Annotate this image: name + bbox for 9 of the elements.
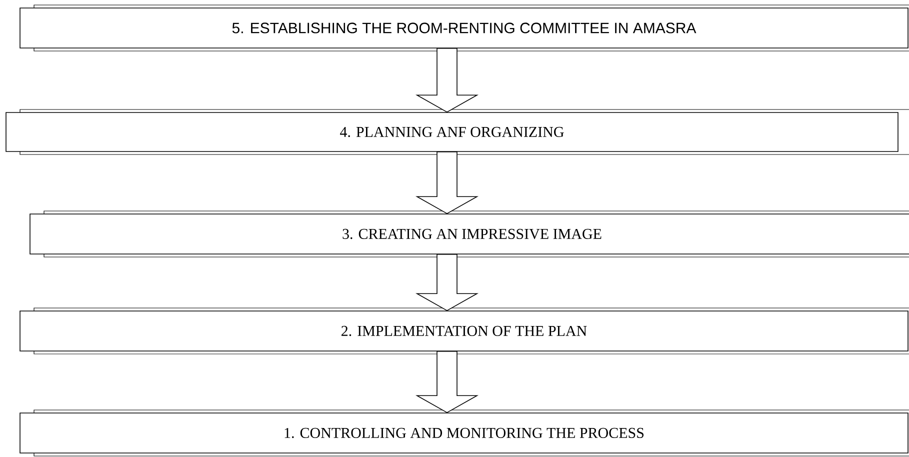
block-arrow bbox=[416, 254, 479, 312]
step-box: 1. CONTROLLING AND MONITORING THE PROCESS bbox=[20, 410, 909, 456]
block-arrow bbox=[416, 48, 479, 113]
block-arrow bbox=[416, 152, 479, 214]
step-box: 3. CREATING AN IMPRESSIVE IMAGE bbox=[30, 210, 909, 258]
step-box: 2. IMPLEMENTATION OF THE PLAN bbox=[20, 308, 909, 354]
step-box: 5. ESTABLISHING THE ROOM-RENTING COMMITTEE IN AMASRA bbox=[20, 4, 909, 52]
block-arrow bbox=[416, 351, 479, 414]
step-box: 4. PLANNING ANF ORGANIZING bbox=[6, 109, 909, 155]
